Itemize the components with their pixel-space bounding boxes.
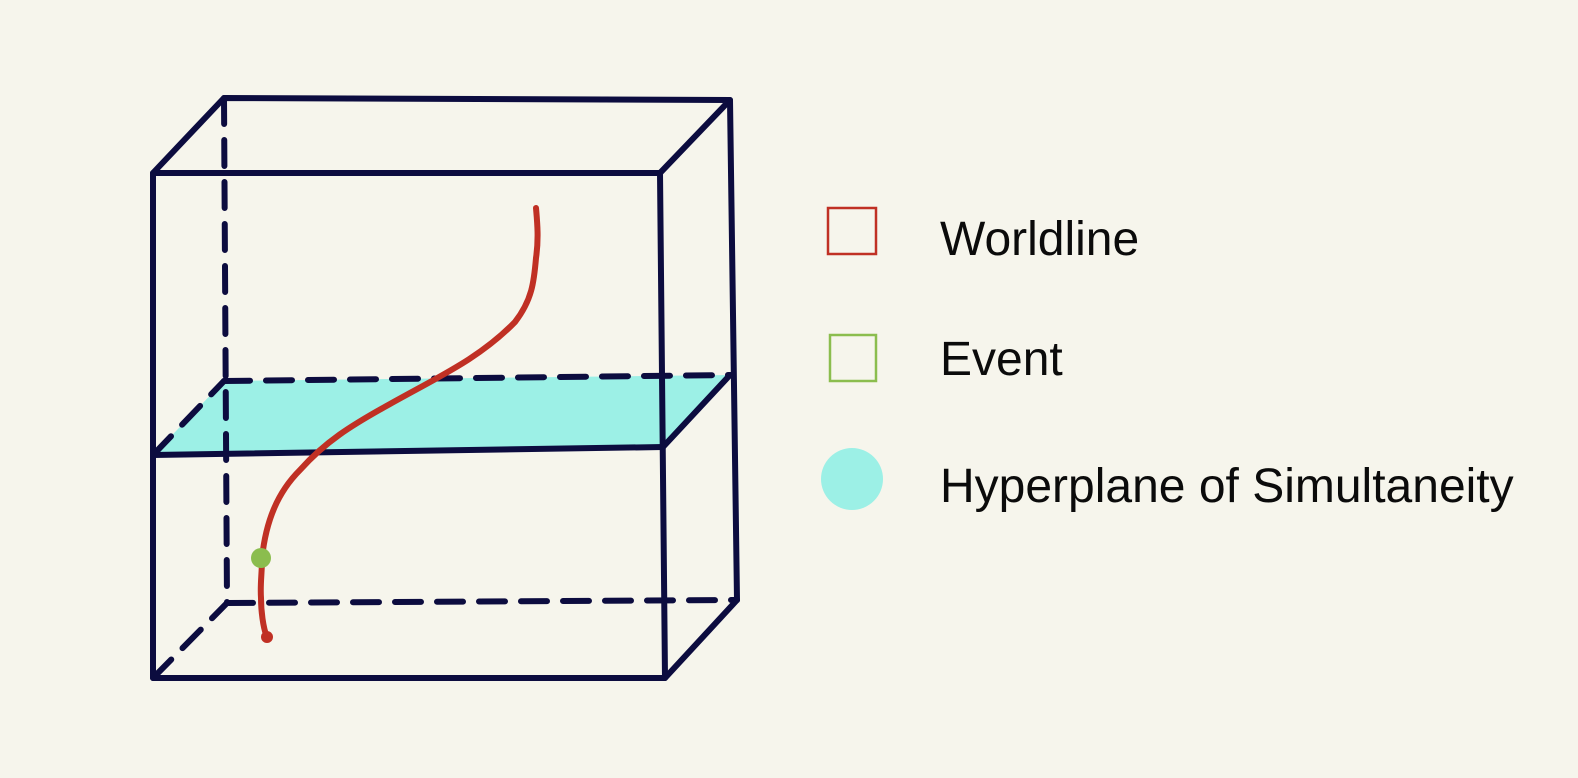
worldline-start-dot	[261, 631, 273, 643]
worldline-legend-icon	[826, 206, 878, 256]
box-top-edges	[150, 95, 733, 176]
event-legend-icon	[828, 333, 878, 383]
legend-worldline-label: Worldline	[940, 213, 1140, 266]
event-dot	[251, 548, 271, 568]
box-edges	[150, 95, 740, 681]
box-hidden-edge-vertical	[221, 95, 230, 606]
box-bottom-right-edge	[662, 597, 740, 681]
hyperplane-front-edge	[150, 444, 666, 458]
legend-hyperplane-label: Hyperplane of Simultaneity	[940, 460, 1514, 513]
box-hidden-edge-bottom-left	[150, 600, 230, 681]
hyperplane-back-edge	[221, 372, 733, 384]
hyperplane-left-edge	[150, 378, 227, 458]
hyperplane-of-simultaneity	[153, 375, 730, 455]
legend-event-label: Event	[940, 333, 1063, 386]
hyperplane-legend-icon	[821, 448, 883, 510]
box-hidden-edge-bottom-back	[224, 597, 740, 606]
box-right-back-edge	[727, 97, 740, 603]
worldline-curve	[257, 205, 541, 640]
hyperplane-right-edge	[660, 372, 733, 450]
